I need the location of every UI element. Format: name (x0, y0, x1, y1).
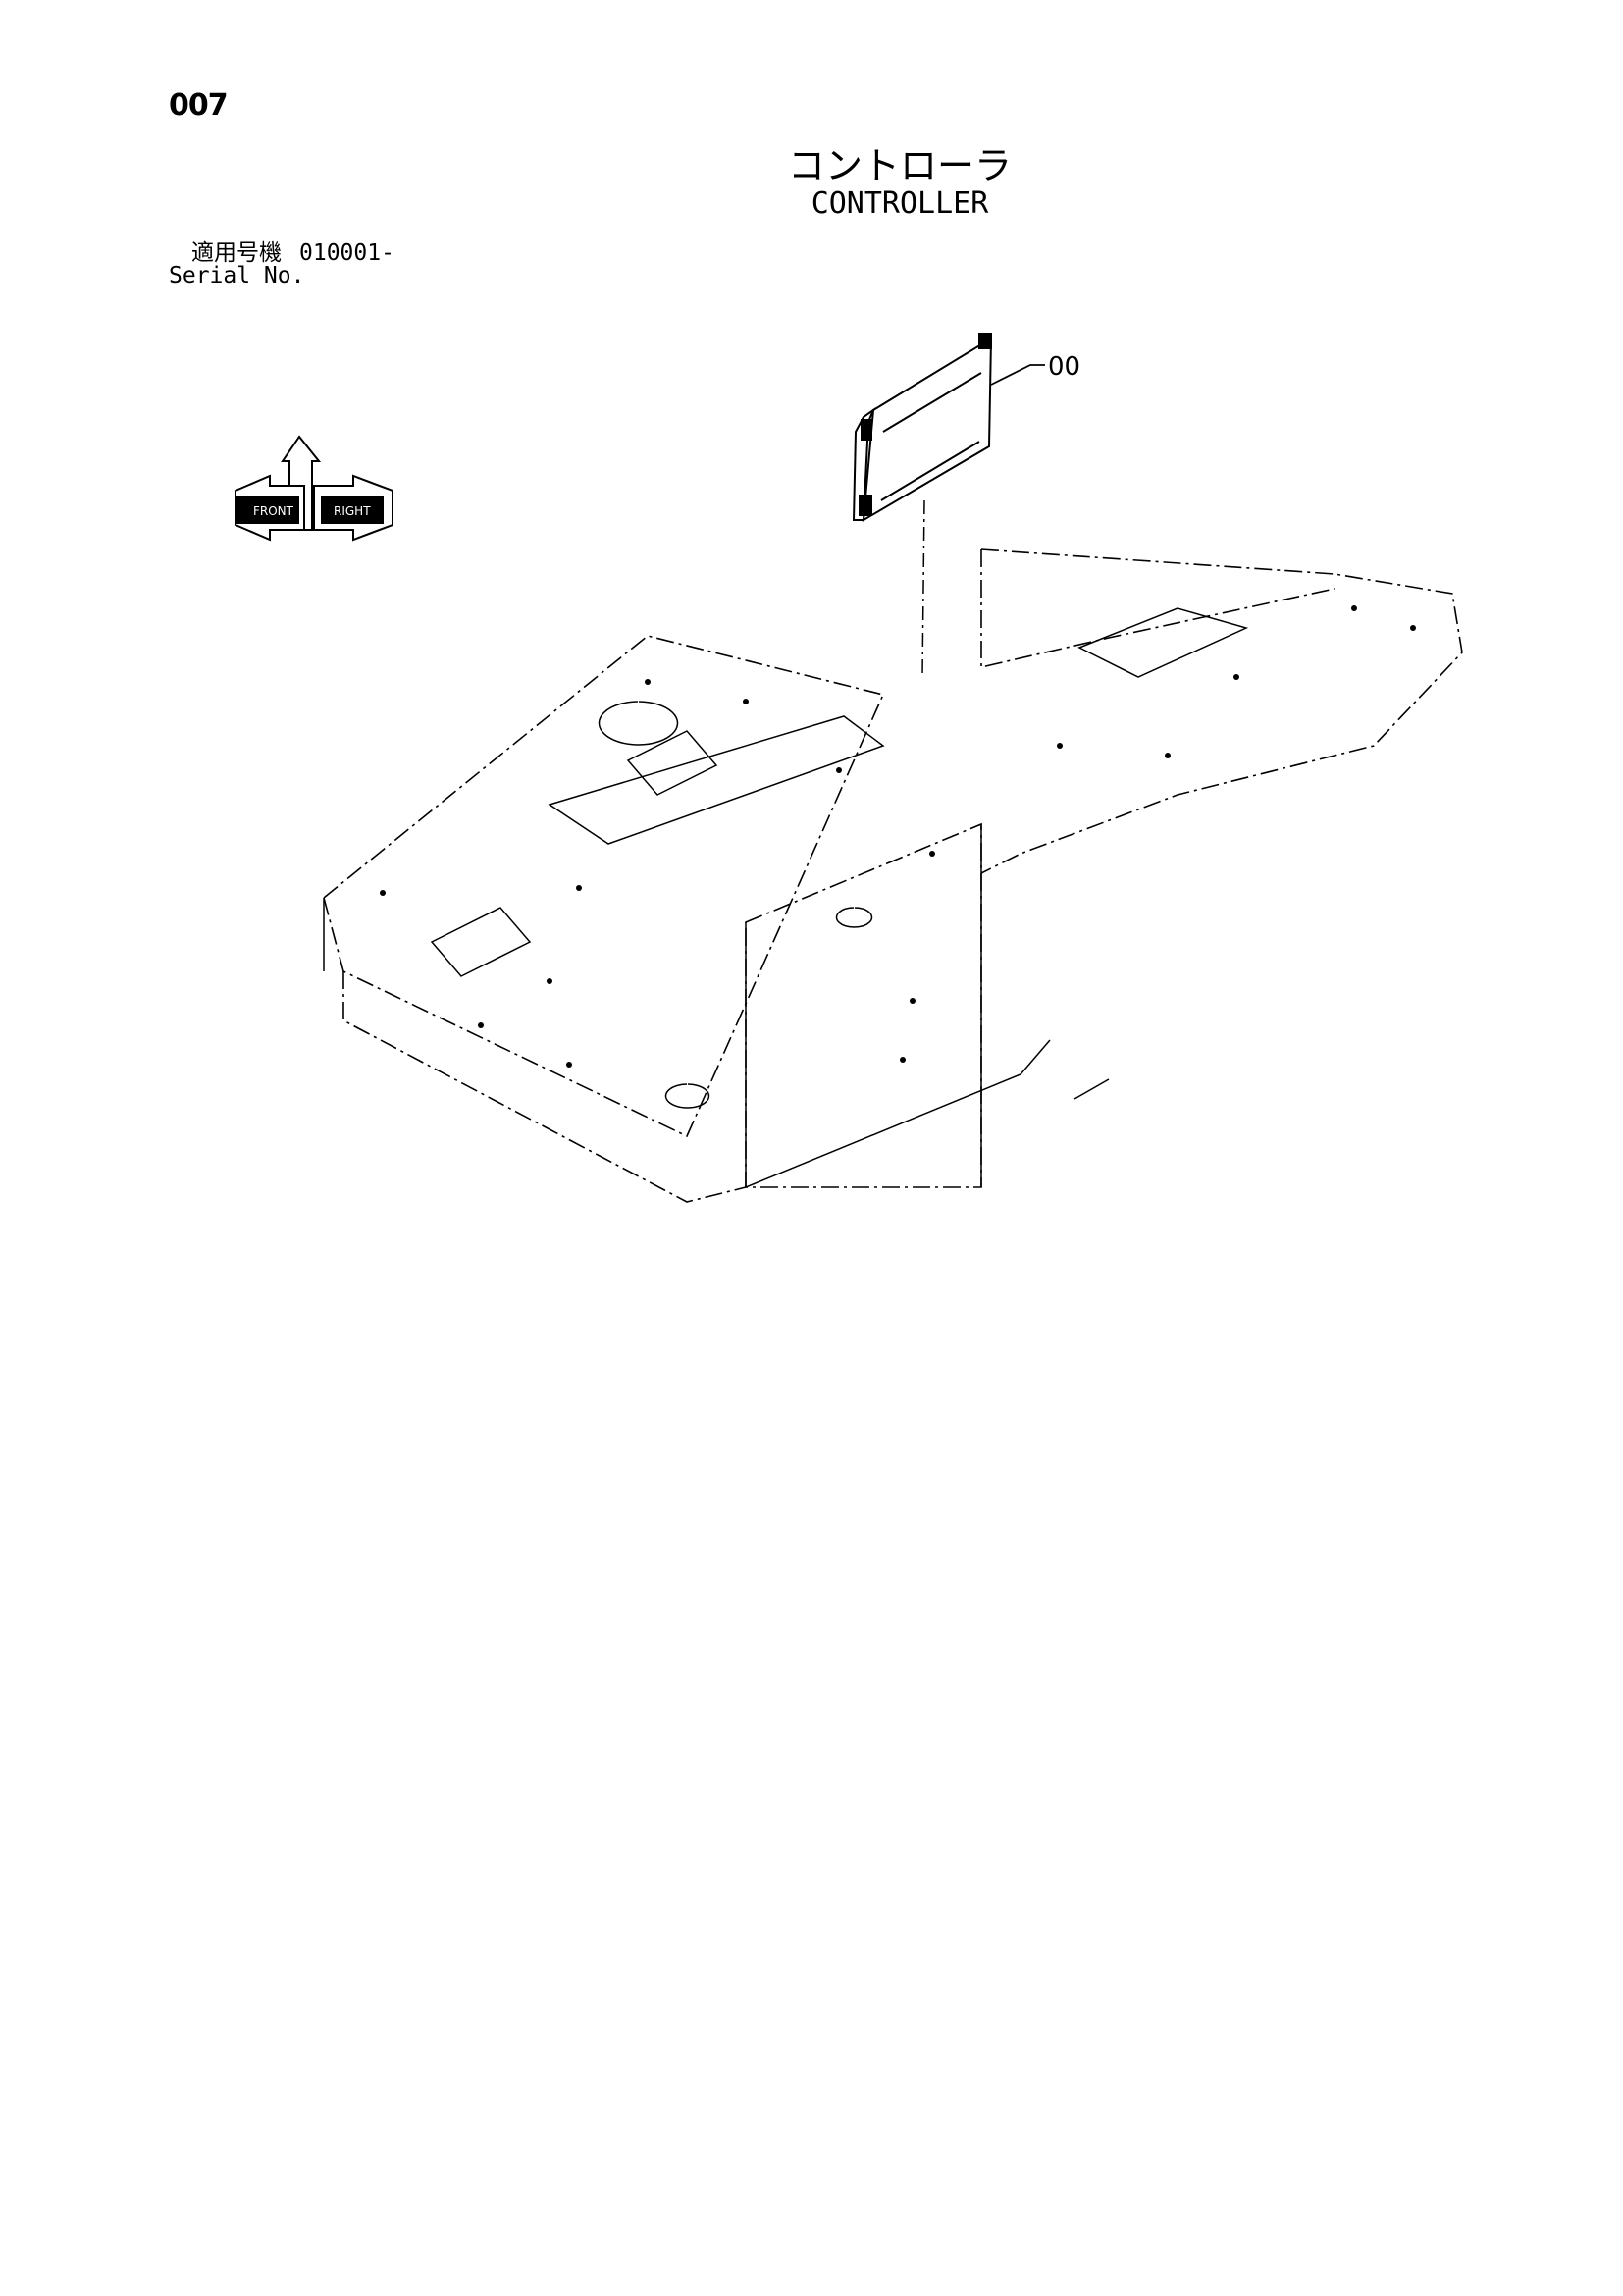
serial-label-english: Serial No. (169, 263, 305, 288)
main-frame (323, 548, 1463, 1203)
callout-label: 00 (1048, 352, 1080, 382)
frame-solid-edges (323, 607, 1249, 1188)
serial-row: 適用号機 010001- (191, 234, 394, 267)
serial-label-japanese: 適用号機 (191, 240, 282, 266)
direction-right-label: RIGHT (334, 504, 371, 518)
mounting-centerline (921, 499, 925, 678)
page-title-english: CONTROLLER (811, 186, 989, 221)
bolt-holes (380, 605, 1416, 1068)
callout-00: 00 (990, 352, 1080, 386)
controller-unit (852, 333, 993, 522)
direction-arrows-icon: FRONT RIGHT (235, 435, 393, 542)
serial-value: 010001- (299, 240, 394, 266)
page-title-japanese: コントローラ (787, 144, 1012, 187)
page-number: 007 (169, 88, 229, 123)
direction-front-label: FRONT (253, 504, 294, 518)
